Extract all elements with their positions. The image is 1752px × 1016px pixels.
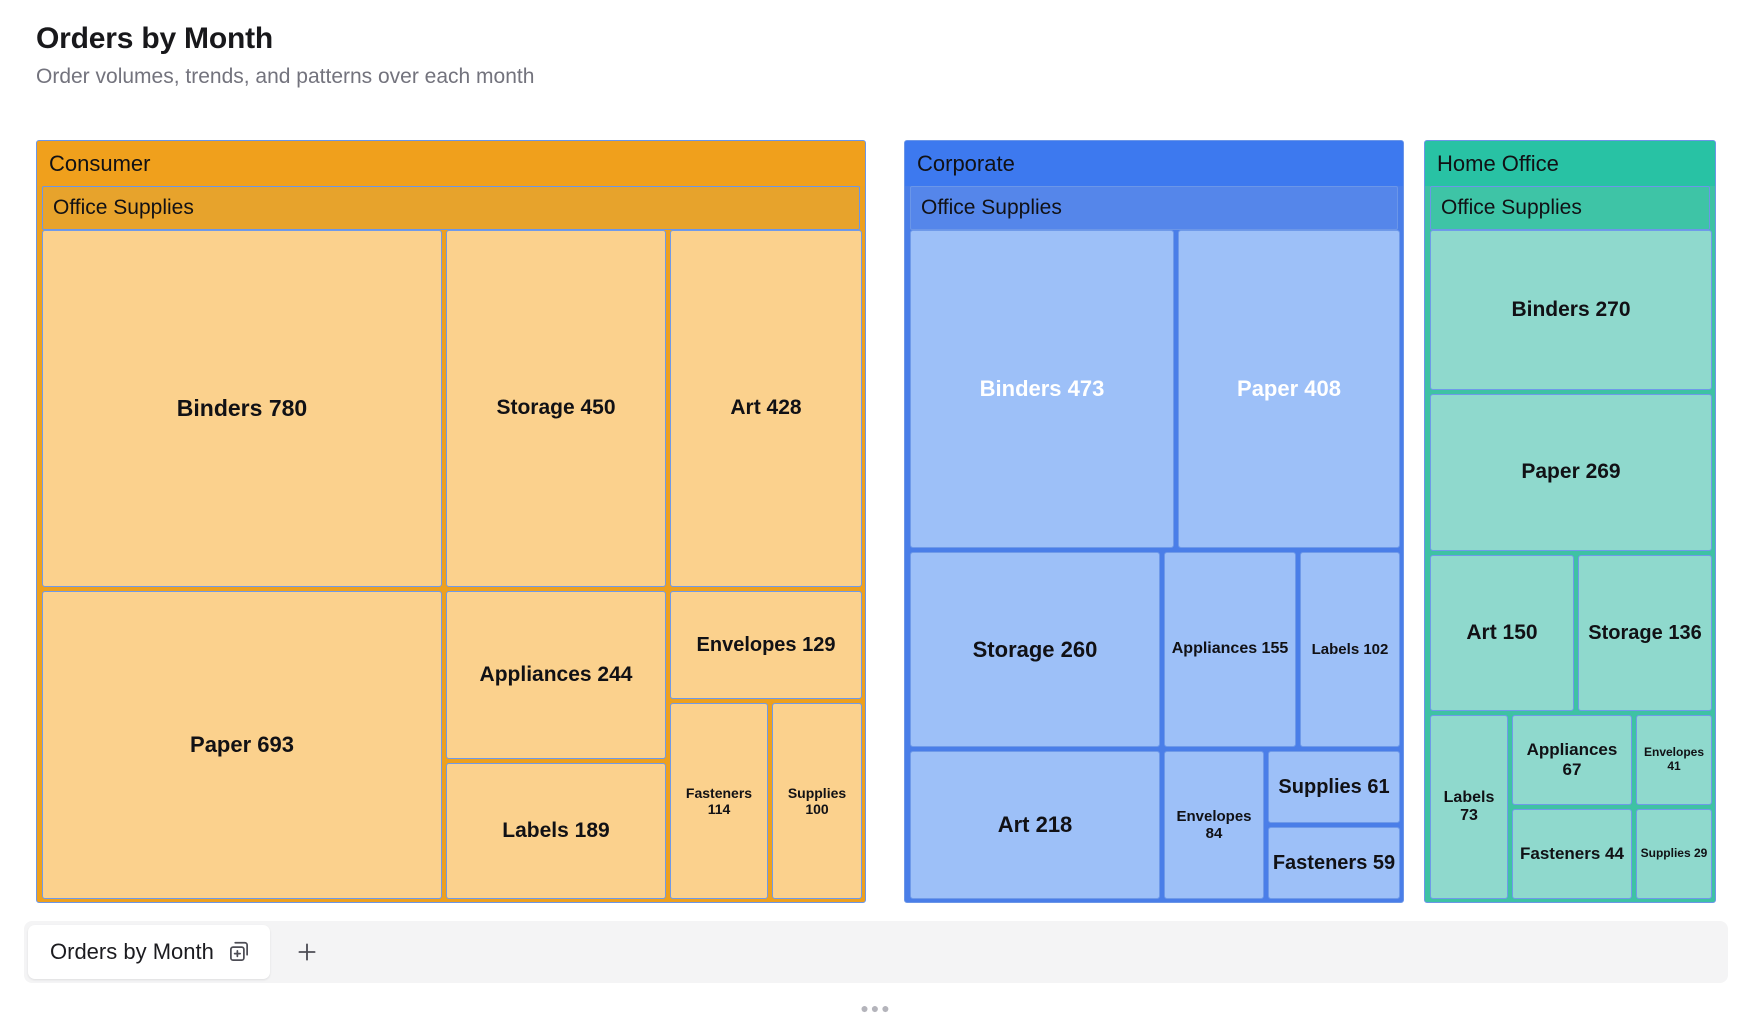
treemap-tile[interactable]: Art 150	[1430, 555, 1574, 711]
category-band-consumer-office-supplies: Office Supplies	[42, 186, 860, 230]
treemap-tile[interactable]: Art 218	[910, 751, 1160, 899]
category-band-home-office-office-supplies: Office Supplies	[1430, 186, 1710, 230]
treemap-tile[interactable]: Art 428	[670, 230, 862, 587]
tile-group-home-office: Binders 270 Paper 269 Art 150 Storage 13…	[1430, 230, 1712, 899]
treemap-chart: Consumer Office Supplies Binders 780 Sto…	[36, 140, 1716, 903]
plus-icon	[294, 939, 320, 965]
sheet-tab-bar: Orders by Month	[24, 921, 1728, 983]
treemap-tile[interactable]: Paper 269	[1430, 394, 1712, 551]
treemap-tile[interactable]: Appliances 155	[1164, 552, 1296, 747]
treemap-tile[interactable]: Labels 189	[446, 763, 666, 899]
tile-group-corporate: Binders 473 Paper 408 Storage 260 Applia…	[910, 230, 1400, 899]
treemap-tile[interactable]: Fasteners 59	[1268, 827, 1400, 899]
treemap-tile[interactable]: Appliances 244	[446, 591, 666, 759]
resize-grip[interactable]: ●●●	[860, 1000, 892, 1016]
treemap-tile[interactable]: Binders 780	[42, 230, 442, 587]
treemap-tile[interactable]: Envelopes 41	[1636, 715, 1712, 805]
segment-header-home-office: Home Office	[1425, 141, 1715, 186]
treemap-tile[interactable]: Paper 693	[42, 591, 442, 899]
treemap-tile[interactable]: Paper 408	[1178, 230, 1400, 548]
tile-group-consumer: Binders 780 Storage 450 Art 428 Paper 69…	[42, 230, 862, 899]
treemap-tile[interactable]: Binders 473	[910, 230, 1174, 548]
treemap-tile[interactable]: Binders 270	[1430, 230, 1712, 390]
treemap-tile[interactable]: Envelopes 84	[1164, 751, 1264, 899]
treemap-tile[interactable]: Appliances 67	[1512, 715, 1632, 805]
segment-header-consumer: Consumer	[37, 141, 865, 186]
treemap-tile[interactable]: Supplies 100	[772, 703, 862, 899]
treemap-tile[interactable]: Fasteners 114	[670, 703, 768, 899]
segment-header-corporate: Corporate	[905, 141, 1403, 186]
treemap-tile[interactable]: Supplies 29	[1636, 809, 1712, 899]
treemap-segment-home-office[interactable]: Home Office Office Supplies Binders 270 …	[1424, 140, 1716, 903]
treemap-tile[interactable]: Supplies 61	[1268, 751, 1400, 823]
treemap-tile[interactable]: Storage 260	[910, 552, 1160, 747]
sheet-tab-orders-by-month[interactable]: Orders by Month	[28, 925, 270, 979]
add-sheet-button[interactable]	[284, 929, 330, 975]
header: Orders by Month Order volumes, trends, a…	[36, 20, 534, 92]
treemap-tile[interactable]: Envelopes 129	[670, 591, 862, 699]
treemap-tile[interactable]: Labels 102	[1300, 552, 1400, 747]
treemap-tile[interactable]: Labels 73	[1430, 715, 1508, 899]
treemap-tile[interactable]: Storage 450	[446, 230, 666, 587]
duplicate-sheet-icon[interactable]	[226, 939, 252, 965]
page-title: Orders by Month	[36, 22, 274, 55]
sheet-tab-label: Orders by Month	[50, 939, 214, 964]
treemap-tile[interactable]: Fasteners 44	[1512, 809, 1632, 899]
treemap-segment-consumer[interactable]: Consumer Office Supplies Binders 780 Sto…	[36, 140, 866, 903]
treemap-segment-corporate[interactable]: Corporate Office Supplies Binders 473 Pa…	[904, 140, 1404, 903]
page-subtitle: Order volumes, trends, and patterns over…	[36, 65, 535, 88]
category-band-corporate-office-supplies: Office Supplies	[910, 186, 1398, 230]
treemap-tile[interactable]: Storage 136	[1578, 555, 1712, 711]
